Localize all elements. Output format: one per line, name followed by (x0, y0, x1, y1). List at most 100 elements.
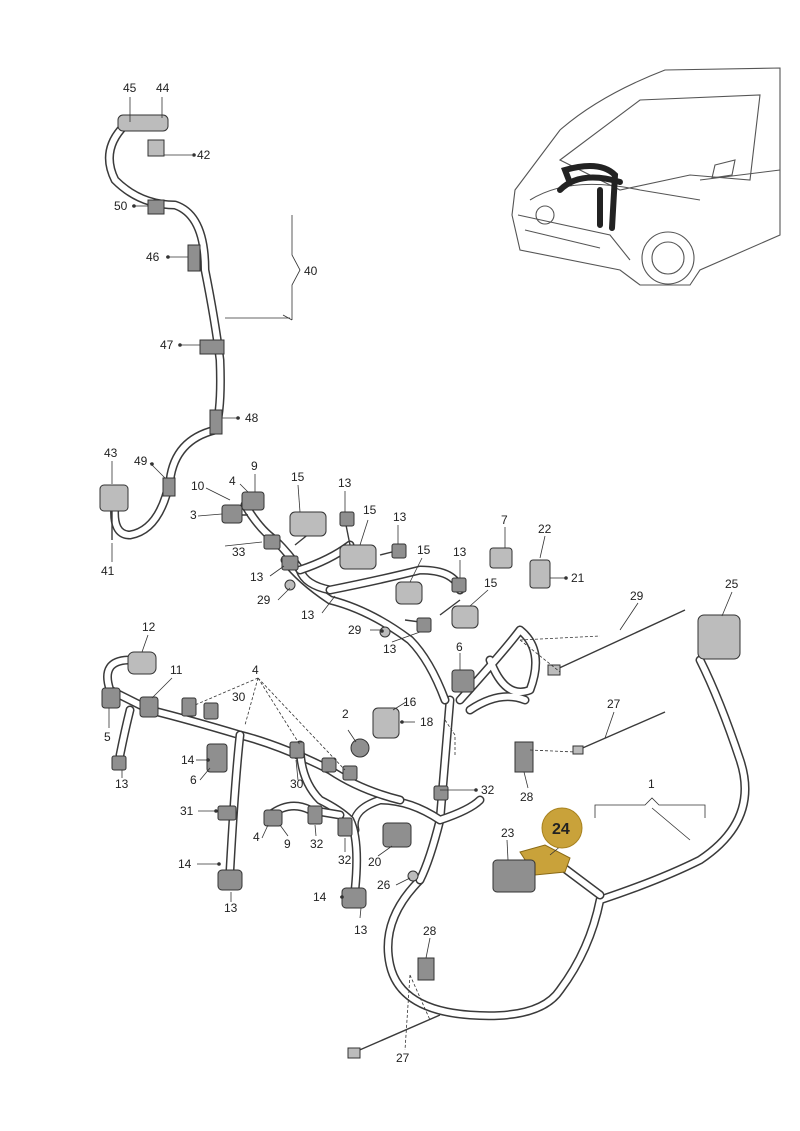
clip-49 (162, 477, 176, 497)
label-13-i: 13 (354, 923, 368, 937)
grommet-29a (284, 579, 296, 591)
connector-6-upper (451, 669, 475, 693)
connector-13e (416, 617, 432, 633)
label-40: 40 (304, 264, 318, 278)
connector-16-18 (372, 707, 400, 739)
label-25: 25 (725, 577, 739, 591)
clip-31 (217, 805, 237, 821)
label-21: 21 (571, 571, 585, 585)
label-45: 45 (123, 81, 137, 95)
label-13-e: 13 (301, 608, 315, 622)
grommet-26 (407, 870, 419, 882)
label-16: 16 (403, 695, 417, 709)
part-25-cover (697, 614, 741, 660)
clip-48 (209, 409, 223, 435)
part-labels: 45 44 42 50 46 40 47 48 43 49 41 9 10 4 … (101, 81, 739, 1065)
label-29-c: 29 (630, 589, 644, 603)
connector-33 (263, 534, 281, 550)
label-28-bottom: 28 (423, 924, 437, 938)
highlight-badge-24 (541, 807, 583, 849)
connector-15d (451, 605, 479, 629)
bracket-42 (147, 139, 165, 157)
label-29-a: 29 (257, 593, 271, 607)
clip-32a (307, 805, 323, 825)
connector-14b (341, 887, 367, 909)
label-24-highlighted: 24 (552, 821, 570, 838)
label-50: 50 (114, 199, 128, 213)
label-13-d: 13 (250, 570, 264, 584)
clip-32c (433, 785, 449, 801)
connector-14a (217, 869, 243, 891)
car-illustration (511, 67, 781, 286)
connector-23 (492, 859, 536, 893)
bracket-28-upper (514, 741, 534, 773)
main-harness-1 (280, 547, 750, 1059)
label-14-b: 14 (178, 857, 192, 871)
connector-9-bottom (263, 809, 283, 827)
clip-30d (321, 757, 337, 773)
label-13-h: 13 (224, 901, 238, 915)
label-31: 31 (180, 804, 194, 818)
label-7: 7 (501, 513, 508, 527)
label-20: 20 (368, 855, 382, 869)
label-2: 2 (342, 707, 349, 721)
connector-5 (101, 687, 121, 709)
connector-11 (139, 696, 159, 718)
label-4-bottom: 4 (253, 830, 260, 844)
clip-46 (187, 244, 201, 272)
bracket-1 (594, 797, 706, 818)
label-15-c: 15 (417, 543, 431, 557)
label-30-a: 30 (232, 690, 246, 704)
label-44: 44 (156, 81, 170, 95)
connector-20 (382, 822, 412, 848)
label-42: 42 (197, 148, 211, 162)
label-49: 49 (134, 454, 148, 468)
label-9-top: 9 (251, 459, 258, 473)
label-29-b: 29 (348, 623, 362, 637)
connector-43 (99, 484, 129, 512)
clip-50 (147, 199, 165, 215)
label-12: 12 (142, 620, 156, 634)
label-10: 10 (191, 479, 205, 493)
cable-tie-29-head (547, 664, 561, 676)
clip-47 (199, 339, 225, 355)
label-13-a: 13 (338, 476, 352, 490)
label-6-bottom: 6 (190, 773, 197, 787)
label-46: 46 (146, 250, 160, 264)
label-32-a: 32 (481, 783, 495, 797)
leader-lines (108, 97, 733, 959)
connector-13a (339, 511, 355, 527)
label-28-top: 28 (520, 790, 534, 804)
label-11: 11 (170, 663, 183, 677)
label-13-c: 13 (453, 545, 467, 559)
connector-13f (111, 755, 127, 771)
clip-30a (181, 697, 197, 717)
label-27-bottom: 27 (396, 1051, 410, 1065)
label-15-a: 15 (291, 470, 305, 484)
label-30-b: 30 (290, 777, 304, 791)
left-branch-harness (101, 491, 479, 909)
clip-32b (337, 817, 353, 837)
label-23: 23 (501, 826, 515, 840)
label-15-b: 15 (363, 503, 377, 517)
cable-tie-27-head (572, 745, 584, 755)
label-47: 47 (160, 338, 174, 352)
label-15-d: 15 (484, 576, 498, 590)
harness-40 (99, 114, 301, 540)
connector-13c (451, 577, 467, 593)
label-13-g: 13 (115, 777, 129, 791)
connector-21-22 (529, 559, 551, 589)
label-27-top: 27 (607, 697, 621, 711)
connector-12 (127, 651, 157, 675)
connector-6-lower (206, 743, 228, 773)
label-1: 1 (648, 777, 655, 791)
label-5: 5 (104, 730, 111, 744)
label-14-c: 14 (313, 890, 327, 904)
connector-44-45 (117, 114, 169, 132)
label-14-a: 14 (181, 753, 195, 767)
connector-15c (395, 581, 423, 605)
label-6-top: 6 (456, 640, 463, 654)
label-48: 48 (245, 411, 259, 425)
cable-tie-27-lower-head (347, 1047, 361, 1059)
